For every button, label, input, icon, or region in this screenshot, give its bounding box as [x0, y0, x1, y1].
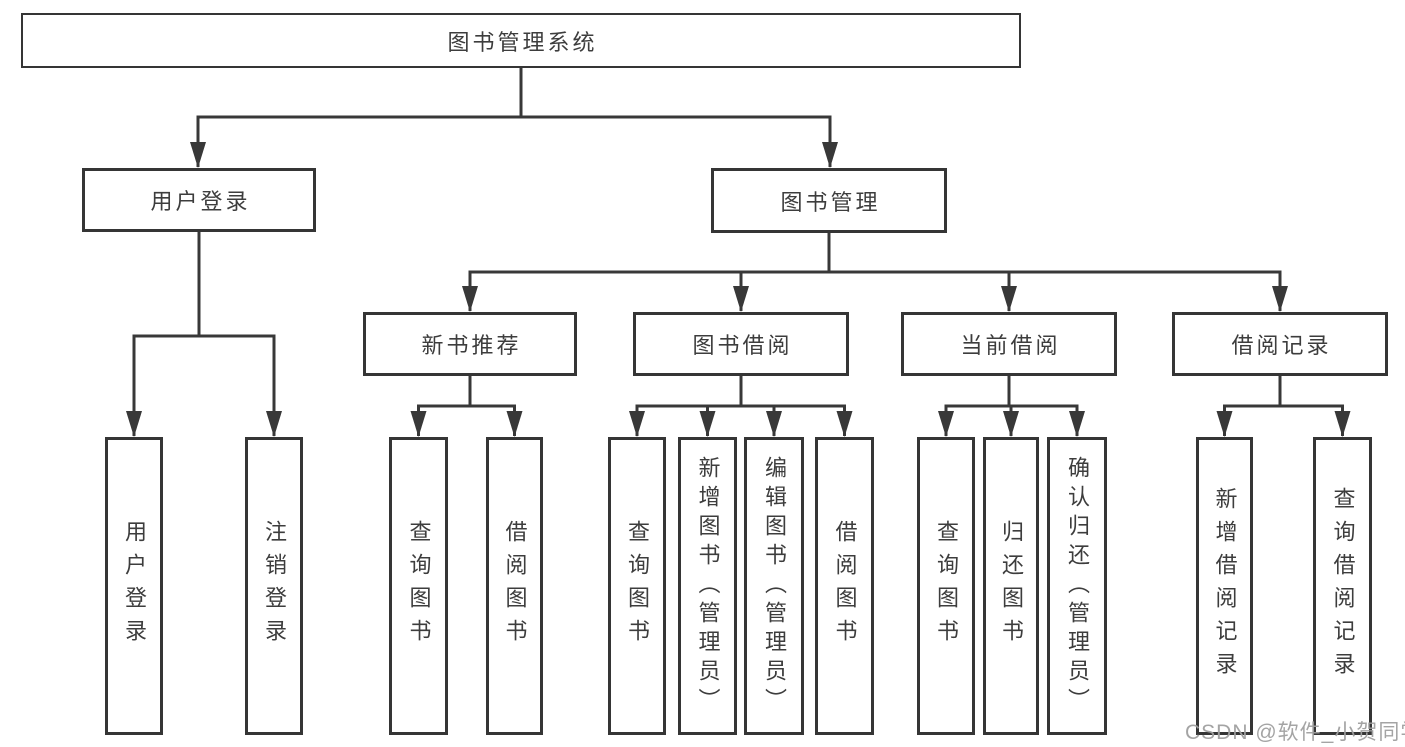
node-library-management-system: 图书管理系统	[21, 13, 1021, 68]
node-book-management: 图书管理	[711, 168, 947, 233]
node-user-login-action: 用户登录	[105, 437, 163, 735]
node-query-borrow-record: 查询借阅记录	[1313, 437, 1372, 735]
watermark: CSDN @软件_小贺同学	[1185, 721, 1405, 744]
node-confirm-return-admin: 确认归还（管理员）	[1047, 437, 1107, 735]
node-borrow-books-borrowing: 借阅图书	[815, 437, 874, 735]
node-user-login: 用户登录	[82, 168, 316, 232]
node-edit-books-admin: 编辑图书（管理员）	[744, 437, 804, 735]
node-add-books-admin: 新增图书（管理员）	[678, 437, 737, 735]
node-return-books: 归还图书	[983, 437, 1039, 735]
node-add-borrow-record: 新增借阅记录	[1196, 437, 1253, 735]
node-borrowing-records: 借阅记录	[1172, 312, 1388, 376]
node-logout-action: 注销登录	[245, 437, 303, 735]
node-query-books-current: 查询图书	[917, 437, 975, 735]
node-borrow-books-newbook: 借阅图书	[486, 437, 543, 735]
node-query-books-newbook: 查询图书	[389, 437, 448, 735]
node-new-book-recommend: 新书推荐	[363, 312, 577, 376]
node-query-books-borrowing: 查询图书	[608, 437, 666, 735]
node-book-borrowing: 图书借阅	[633, 312, 849, 376]
node-current-borrowing: 当前借阅	[901, 312, 1117, 376]
